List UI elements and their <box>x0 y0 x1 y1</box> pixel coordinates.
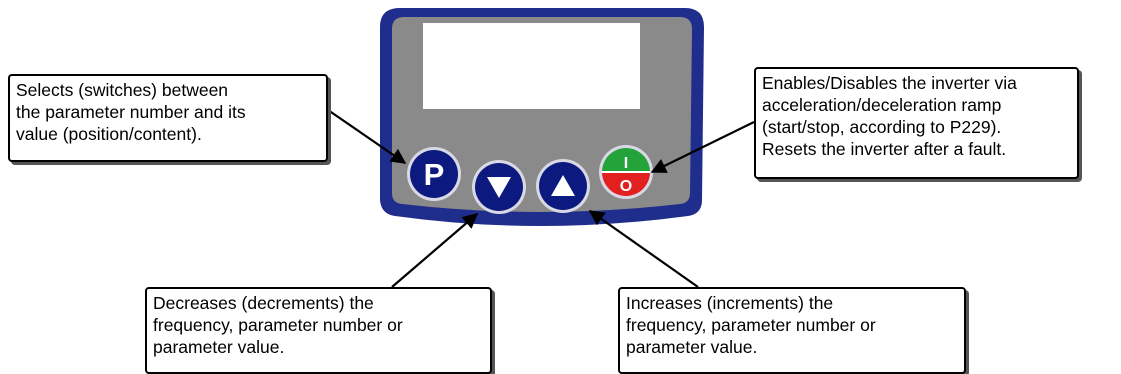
p-key-callout: Selects (switches) between the parameter… <box>8 74 328 162</box>
display-window <box>423 23 640 109</box>
p-key-label: P <box>424 157 445 192</box>
start-stop-callout-line: acceleration/deceleration ramp <box>762 95 1002 115</box>
down-key[interactable] <box>472 160 526 214</box>
stop-key-label: O <box>620 178 632 195</box>
up-key-callout-line: parameter value. <box>626 337 758 357</box>
up-key[interactable] <box>536 159 590 213</box>
start-stop-callout-line: (start/stop, according to P229). <box>762 117 1002 137</box>
leader-line-down <box>391 212 479 288</box>
leader-line-p <box>327 109 407 164</box>
down-key-callout-line: frequency, parameter number or <box>153 315 403 335</box>
start-key-label: I <box>624 155 628 172</box>
down-key-callout: Decreases (decrements) the frequency, pa… <box>145 287 492 374</box>
p-key-callout-line: Selects (switches) between <box>16 80 229 100</box>
up-key-callout-line: frequency, parameter number or <box>626 315 876 335</box>
p-key-callout-line: value (position/content). <box>16 124 202 144</box>
start-stop-callout-line: Enables/Disables the inverter via <box>762 73 1017 93</box>
up-arrow-icon <box>551 175 575 196</box>
start-stop-key[interactable]: I O <box>599 145 653 199</box>
up-key-callout-line: Increases (increments) the <box>626 293 834 313</box>
leader-line-start-stop <box>650 121 755 173</box>
down-arrow-icon <box>487 177 511 198</box>
leader-line-up <box>588 210 699 288</box>
p-key[interactable]: P <box>407 147 461 201</box>
down-key-callout-line: Decreases (decrements) the <box>153 293 374 313</box>
start-stop-callout-line: Resets the inverter after a fault. <box>762 139 1007 159</box>
p-key-callout-line: the parameter number and its <box>16 102 246 122</box>
start-stop-key-callout: Enables/Disables the inverter via accele… <box>754 67 1079 179</box>
up-key-callout: Increases (increments) the frequency, pa… <box>618 287 966 374</box>
down-key-callout-line: parameter value. <box>153 337 285 357</box>
